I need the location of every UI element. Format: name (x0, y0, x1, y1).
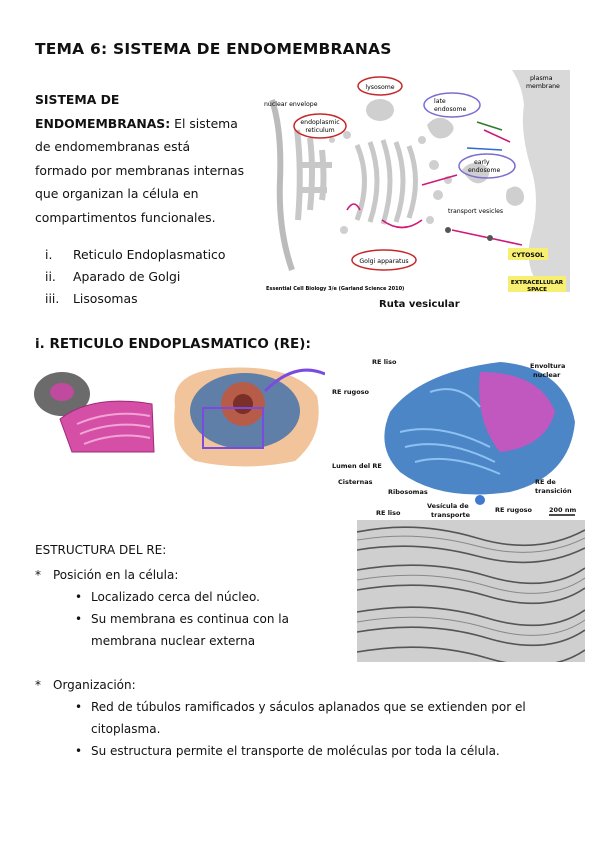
label-re-liso-2: RE liso (376, 509, 401, 517)
label-golgi: Golgi apparatus (359, 258, 408, 265)
figure-credit: Essential Cell Biology 3/e (Garland Scie… (266, 286, 404, 292)
svg-text:transporte: transporte (431, 511, 471, 519)
label-extracellular: EXTRACELLULAR (511, 280, 564, 286)
label-cytosol: CYTOSOL (512, 252, 544, 259)
label-cisternas: Cisternas (338, 478, 373, 486)
svg-text:endosome: endosome (468, 167, 500, 174)
er-illustration (32, 364, 158, 454)
label-re-transicion: RE de (535, 478, 556, 486)
label-late-endosome: late (434, 98, 446, 105)
svg-text:nuclear: nuclear (533, 371, 561, 379)
organizacion-label: Organización: (53, 678, 136, 692)
intro-text: El sistema de endomembranas está formado… (35, 115, 245, 225)
list-item: ii.Aparado de Golgi (45, 269, 181, 284)
vesicular-route-figure: lysosome endoplasmic reticulum late endo… (262, 70, 570, 292)
label-re-rugoso: RE rugoso (332, 388, 370, 396)
page-title: TEMA 6: SISTEMA DE ENDOMEMBRANAS (35, 40, 392, 58)
intro-paragraph: SISTEMA DE ENDOMEMBRANAS: El sistema de … (35, 88, 245, 229)
label-nuclear-envelope: nuclear envelope (264, 101, 318, 108)
list-item: iii.Lisosomas (45, 291, 138, 306)
organizacion-list: * Organización: Red de túbulos ramificado… (35, 674, 575, 762)
list-item: i.Reticulo Endoplasmatico (45, 247, 226, 262)
intro-term: SISTEMA DE ENDOMEMBRANAS: (35, 92, 171, 131)
posicion-label: Posición en la célula: (53, 568, 179, 582)
label-transport-vesicles: transport vesicles (448, 208, 503, 215)
label-ribosomas: Ribosomas (388, 488, 428, 496)
label-plasma: plasma (530, 75, 553, 82)
section-title: i. RETICULO ENDOPLASMATICO (RE): (35, 336, 311, 352)
label-early-endosome: early (474, 159, 490, 166)
cell-illustration (174, 367, 325, 467)
posicion-list: * Posición en la célula: Localizado cerca… (35, 564, 335, 652)
label-vesicula: Vesícula de (427, 502, 469, 510)
label-re-liso: RE liso (372, 358, 397, 366)
estructura-heading: ESTRUCTURA DEL RE: (35, 543, 167, 557)
roman-list: i.Reticulo Endoplasmatico ii.Aparado de … (45, 244, 225, 310)
er-labeled-diagram: RE liso RE rugoso Envoltura nuclear Lume… (330, 352, 588, 520)
figure-caption: Ruta vesicular (379, 299, 460, 310)
svg-text:membrane: membrane (526, 83, 560, 90)
label-er: endoplasmic (300, 119, 340, 126)
svg-text:transición: transición (535, 487, 572, 495)
label-lysosome: lysosome (365, 84, 394, 91)
label-envoltura: Envoltura (530, 362, 565, 370)
asterisk-icon: * (35, 568, 41, 582)
svg-text:reticulum: reticulum (305, 127, 334, 134)
list-item: Su estructura permite el transporte de m… (75, 740, 575, 762)
list-item: Localizado cerca del núcleo. (75, 586, 335, 608)
svg-text:endosome: endosome (434, 106, 466, 113)
list-item: Red de túbulos ramificados y sáculos apl… (75, 696, 575, 740)
label-lumen: Lumen del RE (332, 462, 382, 470)
list-item: Su membrana es continua con la membrana … (75, 608, 335, 652)
label-re-rugoso-2: RE rugoso (495, 506, 533, 514)
asterisk-icon: * (35, 678, 41, 692)
er-micrograph (357, 520, 585, 662)
label-scale: 200 nm (549, 506, 576, 514)
svg-text:SPACE: SPACE (527, 287, 547, 292)
